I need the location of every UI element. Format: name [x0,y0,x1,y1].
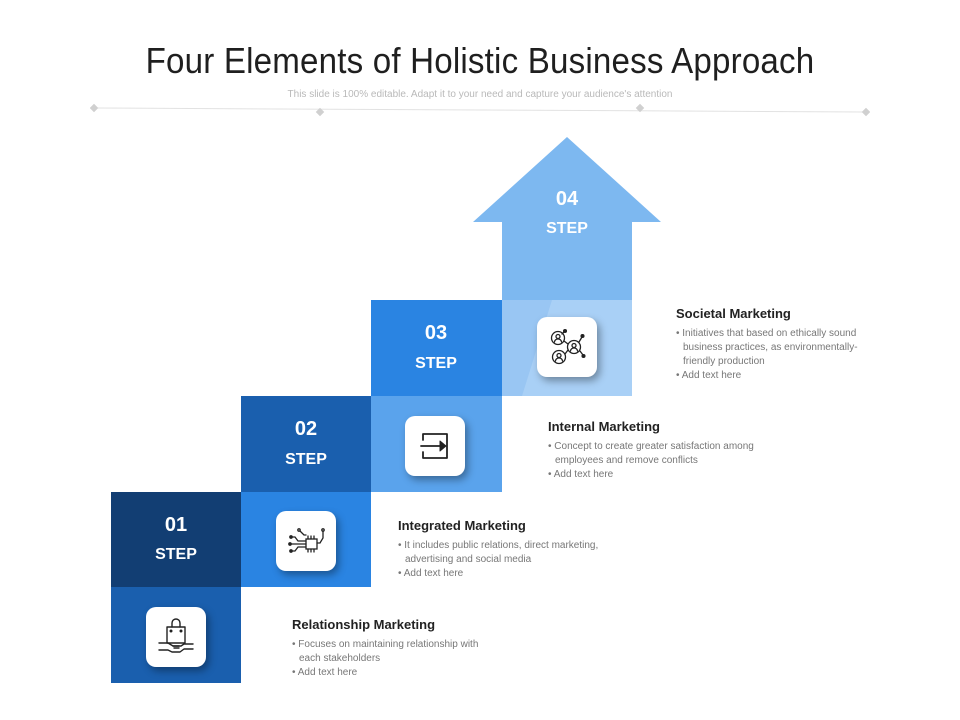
step-01-icon-box [146,607,206,667]
page-subtitle: This slide is 100% editable. Adapt it to… [287,89,673,100]
step-01-label: STEP [155,546,197,563]
shopping-bag-handshake-icon [158,618,194,653]
step-01-description: Relationship Marketing Focuses on mainta… [292,617,502,680]
header-divider [90,103,870,117]
step-03-icon-box [405,416,465,476]
step-04-arrow [473,137,661,396]
step-03-number: 03 [424,322,448,344]
step-03-title: Internal Marketing [548,419,660,434]
step-02-bullet: Add text here [398,567,628,581]
step-02-bullet: It includes public relations, direct mar… [398,539,628,567]
page-title: Four Elements of Holistic Business Appro… [145,40,815,81]
people-network-icon [550,328,586,365]
step-04-description: Societal Marketing Initiatives that base… [676,306,876,383]
step-02-title: Integrated Marketing [398,518,526,533]
step-01-number: 01 [164,514,188,536]
step-04-bullet: Add text here [676,369,876,383]
step-01-bullet: Focuses on maintaining relationship with… [292,638,502,666]
step-04-label: STEP [546,220,588,237]
step-03-header-block [371,300,502,396]
step-03-description: Internal Marketing Concept to create gre… [548,419,778,482]
step-03-label: STEP [415,355,457,372]
step-02-description: Integrated Marketing It includes public … [398,518,628,581]
step-02-header-block [241,396,371,492]
circuit-chip-icon [288,528,325,553]
step-02-icon-box [276,511,336,571]
step-01-bullet: Add text here [292,666,502,680]
step-03-bullet: Concept to create greater satisfaction a… [548,440,778,468]
step-04-bullet: Initiatives that based on ethically soun… [676,327,876,369]
step-04-number: 04 [555,188,579,210]
step-01-header-block [111,492,241,587]
step-01-title: Relationship Marketing [292,617,436,632]
step-04-title: Societal Marketing [676,306,791,321]
step-04-icon-box [537,317,597,377]
step-02-label: STEP [285,451,327,468]
step-02-number: 02 [294,418,318,440]
step-03-bullet: Add text here [548,468,778,482]
arrow-into-box-icon [420,433,448,459]
